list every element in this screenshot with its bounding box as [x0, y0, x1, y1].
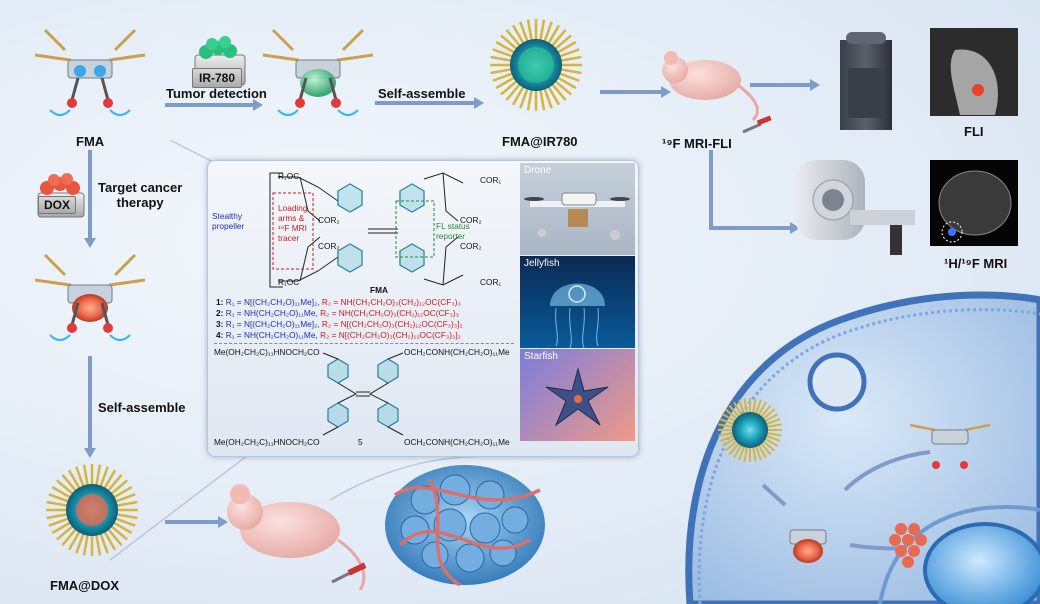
fma-dox-label: FMA@DOX: [50, 578, 120, 593]
mri-signal-marker: [941, 221, 963, 243]
compound5-drawing: [322, 352, 404, 436]
fma-structure-drawing: [269, 172, 464, 288]
drone-caption: Drone: [524, 165, 552, 176]
cor2-d: COR₂: [460, 241, 482, 251]
compound-row: 1: R₁ = N[(CH₂CH₂O)₁₁Me]₂, R₂ = NH(CH₂CH…: [216, 297, 461, 307]
released-dox-cluster: [889, 523, 927, 568]
c5-top-left: Me(OH₂CH₂C)₁₁HNOCH₂CO: [214, 347, 320, 357]
cor2-c: COR₂: [460, 215, 482, 225]
mri-scanner: [795, 160, 915, 255]
cor2-a: COR₂: [318, 215, 340, 225]
divider: [214, 343, 514, 344]
tumor-detection-label: Tumor detection: [166, 86, 267, 101]
fma-dox-in-cell: [789, 529, 827, 563]
fli-imager: [840, 32, 892, 130]
fma-ir780-label: FMA@IR780: [502, 134, 578, 149]
hf-mri-label: ¹H/¹⁹F MRI: [944, 256, 1008, 271]
compound-list: 1: R₁ = N[(CH₂CH₂O)₁₁Me]₂, R₂ = NH(CH₂CH…: [216, 297, 463, 341]
compound-row: 4: R₁ = NH(CH₂CH₂O)₁₁Me, R₂ = N[(CH₂CH₂O…: [216, 330, 461, 340]
cor2-b: COR₂: [318, 241, 340, 251]
fma-ir780-nanoparticle: [490, 19, 582, 111]
nucleus: [923, 522, 1040, 604]
mri-signal: [948, 228, 956, 236]
structure-panel: Stealthy propeller Loading arms & ¹⁹F MR…: [207, 160, 639, 457]
fma-released: [909, 423, 991, 469]
mri-slice: [938, 170, 1012, 236]
ir780-box-label: IR-780: [192, 68, 243, 88]
fma-label: FMA: [76, 134, 105, 149]
r1oc-top: R₁OC: [278, 171, 300, 181]
jellyfish-photo: Jellyfish: [520, 256, 635, 348]
internalized-particle: [718, 398, 782, 462]
dox-box-label: DOX: [38, 196, 77, 214]
jellyfish-caption: Jellyfish: [524, 258, 560, 269]
c5-bottom-left: Me(OH₂CH₂C)₁₁HNOCH₂CO: [214, 437, 320, 447]
compound-row: 2: R₁ = NH(CH₂CH₂O)₁₁Me, R₂ = NH(CH₂CH₂O…: [216, 308, 460, 318]
mouse-top: [662, 51, 772, 134]
compound-row: 3: R₁ = N[(CH₂CH₂O)₁₁Me]₂, R₂ = N[(CH₂CH…: [216, 319, 463, 329]
self-assemble-left-label: Self-assemble: [98, 400, 186, 415]
er-membrane: [878, 505, 1040, 604]
cor1-bottom: COR₁: [480, 277, 502, 287]
cor1-top: COR₁: [480, 175, 502, 185]
endosome: [807, 352, 867, 412]
fma-ir780-molecule: [262, 28, 374, 116]
c5-top-right: OCH₂CONH(CH₂CH₂O)₁₁Me: [404, 347, 510, 357]
drone-photo: Drone: [520, 163, 635, 255]
c5-bottom-right: OCH₂CONH(CH₂CH₂O)₁₁Me: [404, 437, 510, 447]
c5-number: 5: [358, 437, 363, 447]
jellyfish-illustration: [550, 283, 605, 348]
cell-membrane-inner: [697, 308, 1040, 604]
drone-illustration: [524, 192, 630, 240]
stealthy-propeller-label: Stealthy propeller: [212, 211, 245, 231]
fli-label: FLI: [964, 124, 984, 139]
fma-dox-nanoparticle: [46, 464, 138, 556]
tumor-mass: [385, 465, 545, 587]
target-therapy-label: Target cancer therapy: [98, 180, 183, 210]
starfish-photo: Starfish: [520, 349, 635, 441]
r1oc-bottom: R₁OC: [278, 277, 300, 287]
fl-status-label: FL status reporter: [436, 221, 470, 241]
mouse-bottom: [227, 484, 367, 591]
fma-dox-molecule: [34, 253, 146, 341]
fli-signal: [972, 84, 984, 96]
flow-arrows: [88, 83, 931, 551]
fma-structure-name: FMA: [370, 285, 388, 295]
loading-arms-label: Loading arms & ¹⁹F MRI tracer: [278, 203, 308, 243]
fma-molecule: [34, 28, 146, 116]
mri-fli-label: ¹⁹F MRI-FLI: [662, 136, 732, 151]
fli-mouse-silhouette: [950, 49, 999, 115]
starfish-caption: Starfish: [524, 351, 558, 362]
starfish-illustration: [545, 367, 609, 427]
self-assemble-top-label: Self-assemble: [378, 86, 466, 101]
arrowheads: [84, 79, 820, 528]
